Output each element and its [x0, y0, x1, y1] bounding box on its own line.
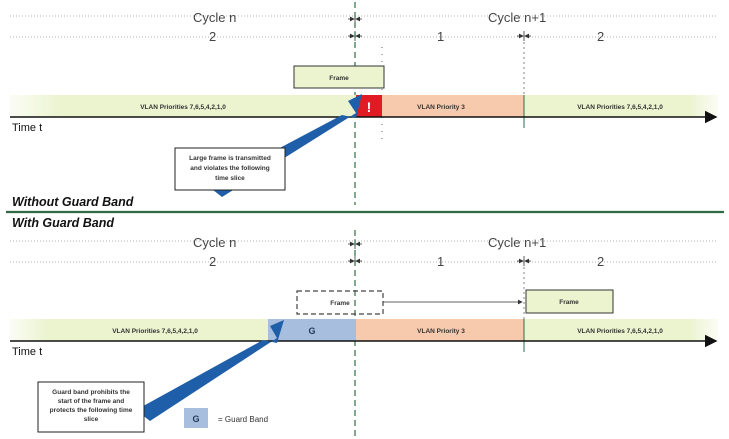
top-callout-line3: time slice: [215, 175, 245, 182]
top-slot-left-label: 2: [209, 29, 216, 44]
bottom-slot-left-label: 2: [209, 254, 216, 269]
bottom-slot-right-label: 2: [597, 254, 604, 269]
bottom-cycle-n1-label: Cycle n+1: [488, 235, 546, 250]
top-violation-block: [356, 95, 382, 117]
top-vlan-left-label: VLAN Priorities 7,6,5,4,2,1,0: [140, 104, 226, 111]
top-callout-line2: and violates the following: [190, 165, 269, 172]
top-cycle-n1-label: Cycle n+1: [488, 10, 546, 25]
bottom-cycle-n-label: Cycle n: [193, 235, 236, 250]
top-vlan-right-label: VLAN Priorities 7,6,5,4,2,1,0: [577, 104, 663, 111]
bottom-frame-dashed-box: [296, 290, 384, 315]
top-cycle-n-label: Cycle n: [193, 10, 236, 25]
bottom-vlan-mid-slice: [356, 319, 524, 341]
without-guard-band-heading: Without Guard Band: [12, 195, 134, 209]
top-section: Cycle n Cycle n+1 2 1 2 Frame: [10, 2, 718, 205]
with-guard-band-heading: With Guard Band: [12, 216, 114, 230]
top-slot-right-label: 2: [597, 29, 604, 44]
bottom-callout-line1: Guard band prohibits the: [52, 389, 130, 396]
legend-guard-band-text: = Guard Band: [218, 415, 268, 424]
top-time-label: Time t: [12, 122, 42, 134]
bottom-time-label: Time t: [12, 346, 42, 358]
top-vlan-right-slice: [524, 95, 718, 117]
top-vlan-mid-slice: [356, 95, 524, 117]
top-slot-mid-label: 1: [437, 29, 444, 44]
bottom-guard-band-label: G: [308, 326, 315, 336]
bottom-callout-line4: slice: [84, 416, 99, 423]
bottom-vlan-left-label: VLAN Priorities 7,6,5,4,2,1,0: [112, 328, 198, 335]
top-frame-box: [293, 65, 385, 89]
top-vlan-left-slice: [10, 95, 356, 117]
bottom-section: Cycle n Cycle n+1 2 1 2 Frame Frame: [10, 230, 718, 436]
top-boundary-marker-slot: [517, 31, 531, 41]
bottom-callout-box: [37, 381, 145, 433]
legend-guard-band-symbol: G: [192, 414, 199, 424]
bottom-frame-box: [525, 289, 614, 314]
bottom-guard-band-slice: [268, 319, 356, 341]
bottom-pointer-arrow: [136, 320, 284, 421]
section-divider: Without Guard Band With Guard Band: [6, 195, 724, 230]
bottom-frame-dashed-label: Frame: [330, 300, 350, 307]
bottom-vlan-mid-label: VLAN Priority 3: [417, 328, 465, 335]
bottom-callout-line2: start of the frame and: [58, 398, 124, 405]
legend-guard-band-swatch: [184, 408, 208, 428]
top-error-icon: !: [367, 99, 372, 115]
top-callout-line1: Large frame is transmitted: [189, 155, 271, 162]
bottom-vlan-right-slice: [524, 319, 718, 341]
top-callout-box: [174, 147, 286, 191]
top-frame-label: Frame: [329, 75, 349, 82]
bottom-vlan-left-slice: [10, 319, 268, 341]
top-vlan-mid-label: VLAN Priority 3: [417, 104, 465, 111]
bottom-slot-mid-label: 1: [437, 254, 444, 269]
bottom-vlan-right-label: VLAN Priorities 7,6,5,4,2,1,0: [577, 328, 663, 335]
bottom-frame-label: Frame: [559, 299, 579, 306]
bottom-boundary-marker-slot: [517, 256, 531, 266]
bottom-callout-line3: protects the following time: [50, 407, 133, 414]
